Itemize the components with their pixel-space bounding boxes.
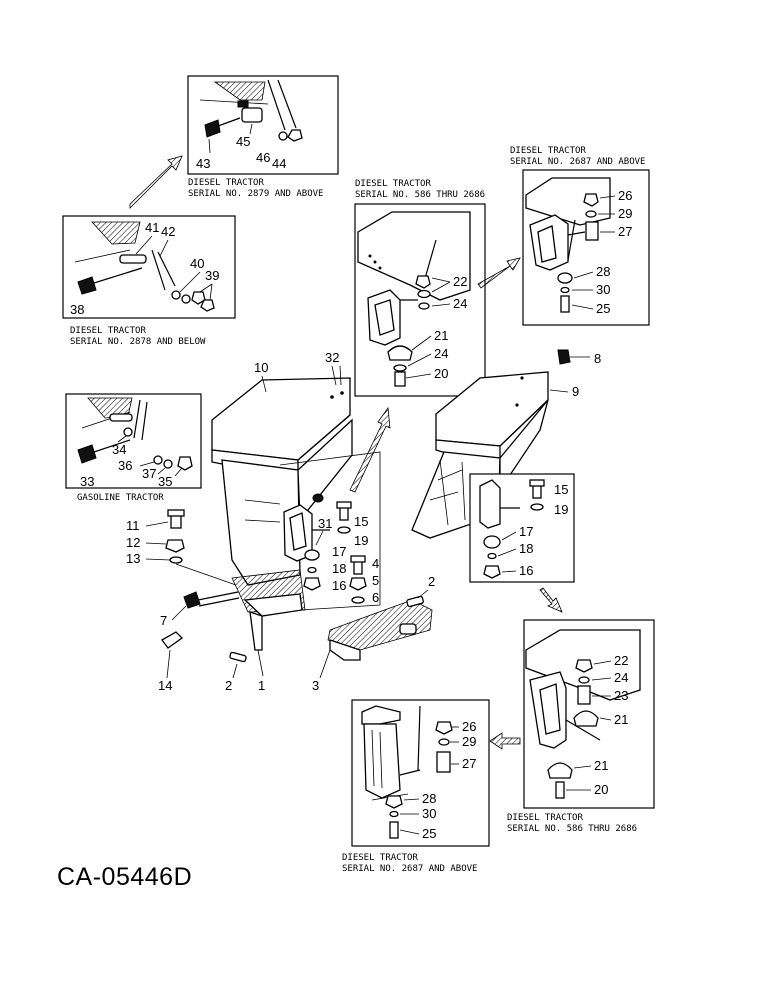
caption-right-top-line1: DIESEL TRACTOR xyxy=(510,146,586,156)
callout-36: 36 xyxy=(118,458,132,473)
callout-19-left: 19 xyxy=(354,533,368,548)
callout-24-upper-b: 24 xyxy=(434,346,448,361)
callout-18-right: 18 xyxy=(519,541,533,556)
detail-box-diesel-586-2686-lower: 22 24 23 21 21 20 xyxy=(523,619,655,809)
callout-27-lower: 27 xyxy=(462,756,476,771)
callout-14: 14 xyxy=(158,678,172,693)
detail-box-diesel-2879-above: 43 45 46 44 xyxy=(187,75,339,175)
callout-26-upper: 26 xyxy=(618,188,632,203)
callout-15-right: 15 xyxy=(554,482,568,497)
callout-26-lower: 26 xyxy=(462,719,476,734)
fender-left-assembly: 32 10 xyxy=(211,350,353,651)
callout-15-left: 15 xyxy=(354,514,368,529)
caption-top-box-line1: DIESEL TRACTOR xyxy=(188,178,264,188)
callout-41: 41 xyxy=(145,220,159,235)
detail-box-gasoline: 34 36 37 33 35 xyxy=(65,393,202,489)
callout-22-upper: 22 xyxy=(453,274,467,289)
callout-29-upper: 29 xyxy=(618,206,632,221)
caption-bottom-box-line1: DIESEL TRACTOR xyxy=(342,853,418,863)
caption-mid-box-line1: DIESEL TRACTOR xyxy=(355,179,431,189)
figure-code: CA-05446D xyxy=(57,863,192,891)
caption-left-box-line1: DIESEL TRACTOR xyxy=(70,326,146,336)
bracket-3: 3 xyxy=(312,589,433,693)
callout-1: 1 xyxy=(258,678,265,693)
callout-46: 46 xyxy=(256,150,270,165)
callout-21-upper: 21 xyxy=(434,328,448,343)
mount-detail-left: 31 15 19 17 18 16 4 5 6 2 xyxy=(279,451,435,611)
callout-22-lower: 22 xyxy=(614,653,628,668)
callout-17-left: 17 xyxy=(332,544,346,559)
caption-bottom-box-line2: SERIAL NO. 2687 AND ABOVE xyxy=(342,864,477,874)
caption-right-bottom-line1: DIESEL TRACTOR xyxy=(507,813,583,823)
callout-16-left: 16 xyxy=(332,578,346,593)
callout-8: 8 xyxy=(594,351,601,366)
callout-28-lower: 28 xyxy=(422,791,436,806)
pointer-arrow-up-center xyxy=(349,406,391,493)
caption-mid-box-line2: SERIAL NO. 586 THRU 2686 xyxy=(355,190,485,200)
hardware-bottom-left: 7 14 2 1 xyxy=(158,591,265,693)
callout-5: 5 xyxy=(372,573,379,588)
callout-10: 10 xyxy=(254,360,268,375)
callout-18-left: 18 xyxy=(332,561,346,576)
callout-20-upper: 20 xyxy=(434,366,448,381)
callout-27-upper: 27 xyxy=(618,224,632,239)
caption-right-top-line2: SERIAL NO. 2687 AND ABOVE xyxy=(510,157,645,167)
callout-45: 45 xyxy=(236,134,250,149)
callout-31: 31 xyxy=(318,516,332,531)
callout-37: 37 xyxy=(142,466,156,481)
detail-box-diesel-2687-above-upper: 26 29 27 28 30 25 xyxy=(522,169,650,326)
callout-19-right: 19 xyxy=(554,502,568,517)
callout-30-lower: 30 xyxy=(422,806,436,821)
callout-34: 34 xyxy=(112,442,126,457)
caption-top-box-line2: SERIAL NO. 2879 AND ABOVE xyxy=(188,189,323,199)
callout-23: 23 xyxy=(614,688,628,703)
detail-box-diesel-2687-above-lower: 26 29 27 28 30 25 xyxy=(351,699,490,847)
callout-30-upper: 30 xyxy=(596,282,610,297)
callout-21-lower-b: 21 xyxy=(594,758,608,773)
callout-6: 6 xyxy=(372,590,379,605)
pointer-arrow-left xyxy=(489,732,521,750)
callout-4: 4 xyxy=(372,556,379,571)
pointer-arrow-up xyxy=(129,155,183,209)
callout-32: 32 xyxy=(325,350,339,365)
callout-17-right: 17 xyxy=(519,524,533,539)
callout-40: 40 xyxy=(190,256,204,271)
callout-20-lower: 20 xyxy=(594,782,608,797)
callout-44: 44 xyxy=(272,156,286,171)
caption-left-box-line2: SERIAL NO. 2878 AND BELOW xyxy=(70,337,206,347)
callout-42: 42 xyxy=(161,224,175,239)
fastener-stack-left: 11 12 13 xyxy=(126,509,237,586)
callout-25-upper: 25 xyxy=(596,301,610,316)
callout-43: 43 xyxy=(196,156,210,171)
mount-detail-right: 15 19 17 18 16 xyxy=(469,473,575,583)
callout-39: 39 xyxy=(205,268,219,283)
callout-38: 38 xyxy=(70,302,84,317)
callout-13: 13 xyxy=(126,551,140,566)
callout-25-lower: 25 xyxy=(422,826,436,841)
caption-right-bottom-line2: SERIAL NO. 586 THRU 2686 xyxy=(507,824,637,834)
pointer-arrow-right xyxy=(477,257,521,289)
callout-24-upper-a: 24 xyxy=(453,296,467,311)
caption-gas-box: GASOLINE TRACTOR xyxy=(77,493,164,503)
callout-7: 7 xyxy=(160,613,167,628)
callout-2-top: 2 xyxy=(428,574,435,589)
pointer-arrow-down xyxy=(539,587,563,613)
callout-28-upper: 28 xyxy=(596,264,610,279)
callout-2-bottom: 2 xyxy=(225,678,232,693)
callout-33: 33 xyxy=(80,474,94,489)
callout-24-lower: 24 xyxy=(614,670,628,685)
detail-box-diesel-2878-below: 41 42 40 39 38 xyxy=(62,215,236,319)
callout-16-right: 16 xyxy=(519,563,533,578)
callout-11: 11 xyxy=(126,518,140,533)
callout-21-lower-a: 21 xyxy=(614,712,628,727)
callout-9: 9 xyxy=(572,384,579,399)
callout-29-lower: 29 xyxy=(462,734,476,749)
callout-35: 35 xyxy=(158,474,172,489)
callout-12: 12 xyxy=(126,535,140,550)
detail-box-diesel-586-2686-upper: 22 24 21 24 20 xyxy=(354,203,486,397)
callout-3: 3 xyxy=(312,678,319,693)
